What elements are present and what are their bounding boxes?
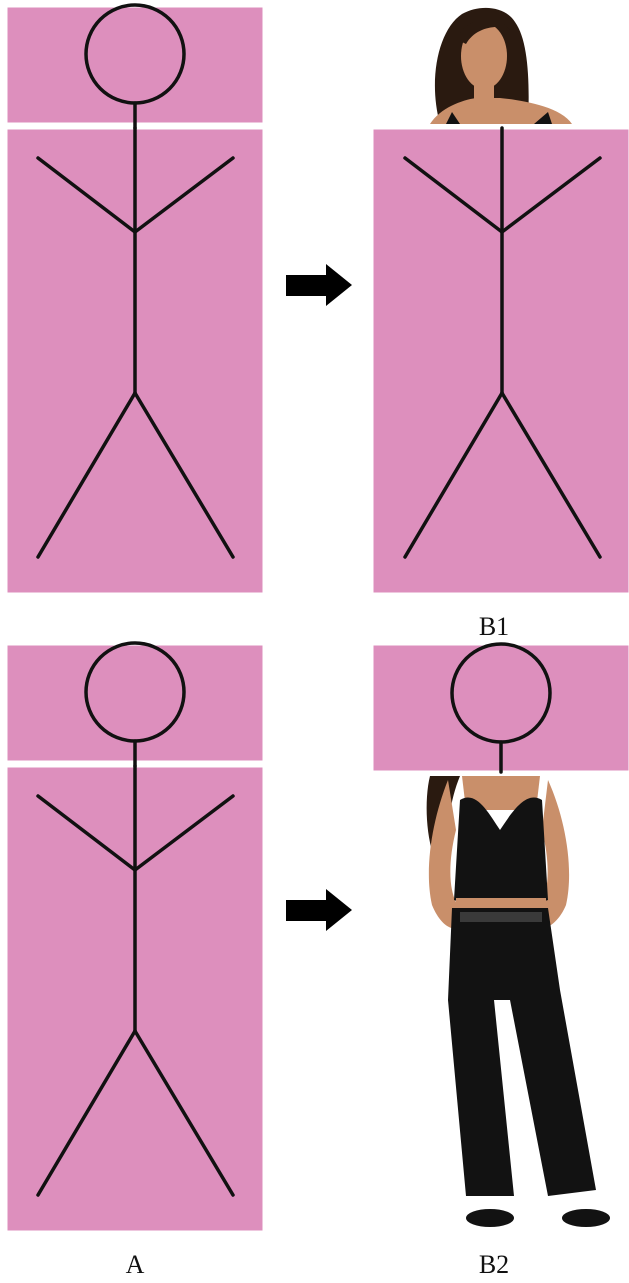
top-strap-left — [446, 112, 460, 124]
right-shoe — [562, 1209, 610, 1227]
figure-b2 — [370, 642, 629, 1227]
stick-right-leg — [133, 391, 235, 559]
stick-right-arm — [500, 156, 602, 234]
trousers — [448, 908, 596, 1196]
stick-left-arm — [36, 156, 137, 234]
caption-b1: B1 — [478, 612, 510, 641]
shoulders — [430, 98, 572, 124]
caption-a: A — [125, 1250, 145, 1279]
stick-left-leg — [403, 391, 504, 559]
figure-b1 — [370, 7, 629, 596]
belt — [460, 912, 542, 922]
stick-right-arm — [133, 794, 235, 872]
left-arm — [428, 780, 462, 929]
neck — [474, 80, 494, 106]
woman-body-photo — [426, 776, 610, 1227]
stick-right-arm — [133, 156, 235, 234]
tank-top — [454, 797, 548, 908]
chest — [462, 776, 540, 810]
stick-left-leg — [36, 391, 137, 559]
figure-a-bottom — [4, 641, 266, 1234]
stick-right-leg — [500, 391, 602, 559]
stick-left-arm — [403, 156, 504, 234]
figure-a-top — [4, 3, 266, 596]
left-shoe — [466, 1209, 514, 1227]
top-strap — [534, 112, 552, 124]
waist — [456, 898, 546, 910]
stick-left-arm — [36, 794, 137, 872]
right-arrow-icon — [286, 264, 352, 306]
face — [461, 23, 507, 89]
right-arrow-icon — [286, 889, 352, 931]
stick-right-leg — [133, 1029, 235, 1197]
hair-front — [458, 19, 510, 44]
stick-left-leg — [36, 1029, 137, 1197]
woman-head-photo — [430, 7, 572, 124]
caption-b2: B2 — [478, 1250, 510, 1279]
right-arm — [536, 780, 570, 929]
